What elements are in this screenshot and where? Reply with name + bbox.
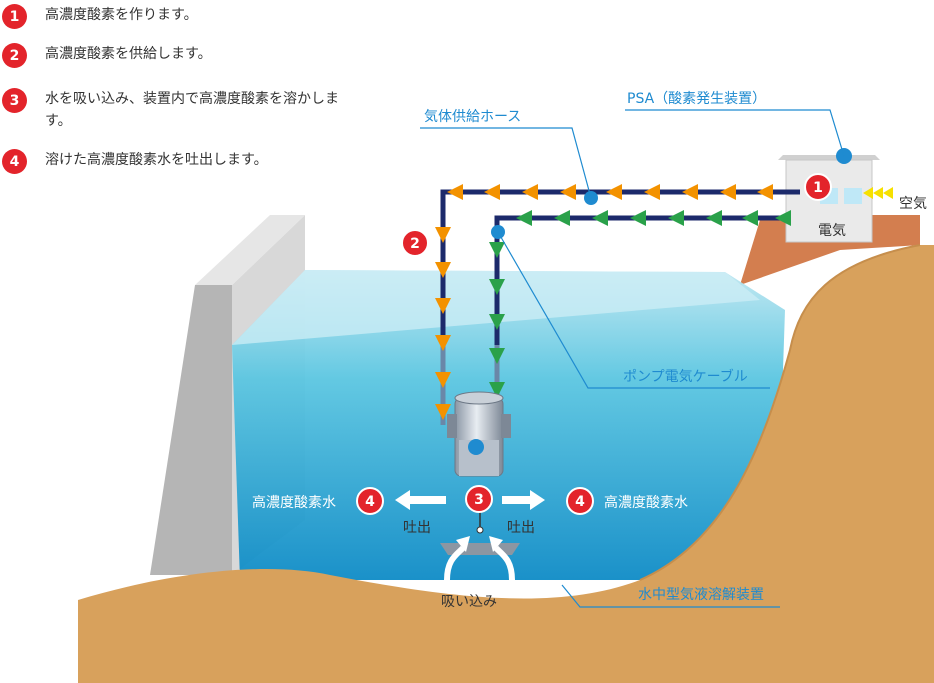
badge-discharge-right: 4	[566, 487, 594, 515]
cable-arrow-icon	[668, 210, 684, 226]
gas-arrow-icon	[435, 227, 451, 243]
cable-arrow-icon	[630, 210, 646, 226]
step-2: 2 高濃度酸素を供給します。	[2, 43, 355, 68]
discharge-right-label: 吐出	[507, 520, 535, 536]
far-hill	[740, 215, 920, 285]
cable-arrow-icon	[489, 348, 505, 364]
svg-text:3: 3	[474, 492, 484, 508]
cable-arrow-icon	[554, 210, 570, 226]
air-arrows-icon	[863, 187, 893, 199]
badge-supply: 2	[401, 229, 429, 257]
badge-dissolve: 3	[465, 485, 493, 513]
gas-arrow-icon	[435, 298, 451, 314]
cable-label: ポンプ電気ケーブル	[623, 368, 748, 385]
cable-arrow-icon	[489, 314, 505, 330]
oxygen-water-right-label: 高濃度酸素水	[604, 494, 688, 511]
intake-arrows-icon	[444, 545, 515, 581]
svg-text:1: 1	[813, 180, 823, 196]
step-1: 1 高濃度酸素を作ります。	[2, 4, 355, 29]
svg-text:4: 4	[575, 494, 585, 510]
psa-building	[778, 148, 880, 243]
device-callout-dot	[468, 439, 484, 455]
gas-arrow-icon	[435, 335, 451, 351]
discharge-left-label: 吐出	[403, 520, 431, 536]
gas-arrow-icon	[757, 184, 773, 200]
badge-discharge-left: 4	[356, 487, 384, 515]
leader-lines	[420, 109, 845, 608]
badge-psa: 1	[804, 173, 832, 201]
intake-label: 吸い込み	[441, 594, 497, 610]
cable-arrow-icon	[775, 210, 791, 226]
step-2-badge: 2	[2, 43, 27, 68]
gas-arrow-icon	[447, 184, 463, 200]
gas-arrow-icon	[682, 184, 698, 200]
step-3: 3 水を吸い込み、装置内で高濃度酸素を溶かします。	[2, 88, 345, 132]
psa-label: PSA（酸素発生装置）	[627, 91, 766, 107]
gas-flow-arrows	[435, 184, 773, 420]
gas-arrow-icon	[435, 372, 451, 388]
discharge-arrows-icon	[395, 490, 545, 510]
gas-arrow-icon	[435, 262, 451, 278]
cable-arrow-icon	[489, 382, 505, 398]
gas-arrow-icon	[606, 184, 622, 200]
step-4-badge: 4	[2, 149, 27, 174]
shoreline	[639, 244, 921, 581]
air-label: 空気	[899, 196, 927, 212]
underwater-device	[440, 391, 520, 555]
step-1-badge: 1	[2, 4, 27, 29]
step-4: 4 溶けた高濃度酸素水を吐出します。	[2, 149, 355, 174]
step-4-text: 溶けた高濃度酸素水を吐出します。	[45, 152, 268, 168]
cable-arrow-icon	[706, 210, 722, 226]
gas-arrow-icon	[484, 184, 500, 200]
cable-arrow-icon	[489, 242, 505, 258]
step-3-text: 水を吸い込み、装置内で高濃度酸素を溶かします。	[45, 91, 339, 129]
oxygen-water-left-label: 高濃度酸素水	[252, 494, 336, 511]
cable-arrow-icon	[489, 279, 505, 295]
device-label: 水中型気液溶解装置	[638, 587, 764, 603]
gas-arrow-icon	[720, 184, 736, 200]
ground	[78, 245, 934, 683]
svg-text:4: 4	[365, 494, 375, 510]
step-2-text: 高濃度酸素を供給します。	[45, 46, 212, 62]
step-1-text: 高濃度酸素を作ります。	[45, 7, 198, 23]
hose-label: 気体供給ホース	[424, 109, 521, 125]
electricity-label: 電気	[818, 223, 846, 239]
gas-arrow-icon	[644, 184, 660, 200]
cable-arrow-icon	[742, 210, 758, 226]
step-3-badge: 3	[2, 88, 27, 113]
cable-arrows	[489, 210, 791, 398]
gas-arrow-icon	[560, 184, 576, 200]
cable-arrow-icon	[516, 210, 532, 226]
svg-text:2: 2	[410, 236, 420, 252]
gas-arrow-icon	[522, 184, 538, 200]
cable-arrow-icon	[592, 210, 608, 226]
gas-arrow-icon	[435, 404, 451, 420]
